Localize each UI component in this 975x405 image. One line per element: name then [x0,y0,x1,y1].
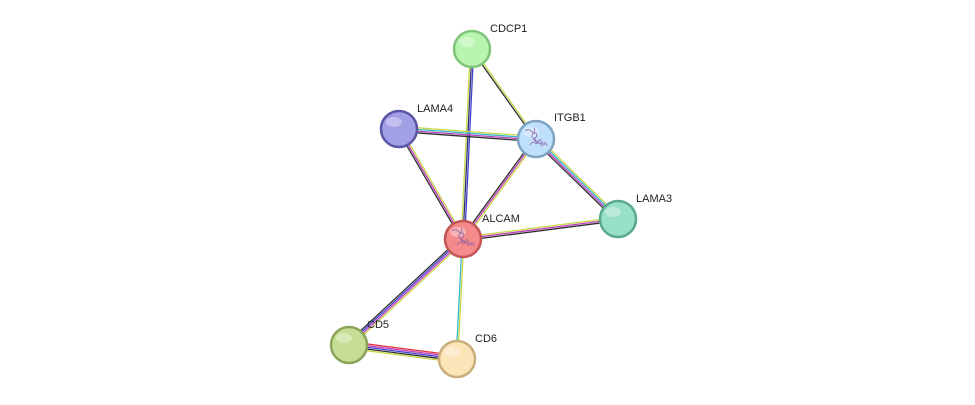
edge-evidence-line [346,236,462,344]
edge-evidence-line [462,138,537,240]
node-label: CD5 [367,319,389,331]
edge-evidence-line [399,127,537,139]
edge-itgb1-alcam[interactable] [461,137,538,241]
node-highlight [386,117,402,127]
edge-evidence-line [349,239,465,347]
edge-evidence-line [455,238,463,359]
edge-alcam-cd5[interactable] [346,236,466,348]
edge-evidence-line [462,48,473,240]
node-circle[interactable] [443,219,483,259]
node-circle[interactable] [379,109,419,149]
node-cd5[interactable]: CD5 [329,319,389,365]
node-label: CDCP1 [490,23,527,35]
node-circle[interactable] [329,325,369,365]
edge-evidence-line [462,216,618,238]
edge-evidence-line [460,48,471,239]
node-highlight [444,347,460,357]
edge-alcam-lama3[interactable] [462,216,619,242]
edges-layer [346,48,621,364]
edge-evidence-line [398,130,536,143]
edge-cdcp1-alcam[interactable] [460,48,475,240]
node-circle[interactable] [437,339,477,379]
node-highlight [459,37,475,47]
edge-evidence-line [350,240,466,348]
node-cdcp1[interactable]: CDCP1 [452,23,527,69]
edge-evidence-line [398,129,536,141]
edge-evidence-line [399,127,466,239]
node-label: LAMA3 [636,193,672,205]
node-circle[interactable] [516,119,556,159]
edge-evidence-line [396,129,463,241]
edge-evidence-line [463,139,538,241]
edge-lama4-alcam[interactable] [396,127,466,241]
edge-evidence-line [462,218,619,240]
edge-alcam-cd6[interactable] [455,238,465,360]
edge-lama4-itgb1[interactable] [398,125,537,143]
node-label: CD6 [475,333,497,345]
edge-evidence-line [464,49,475,240]
node-circle[interactable] [598,199,638,239]
edge-evidence-line [463,220,619,242]
edge-evidence-line [457,239,465,360]
edge-evidence-line [461,137,536,239]
node-alcam[interactable]: ALCAM [443,213,520,259]
node-label: ITGB1 [554,112,586,124]
protein-structure-icon [451,227,475,247]
node-label: LAMA4 [417,103,453,115]
node-lama3[interactable]: LAMA3 [598,193,672,239]
node-highlight [605,207,621,217]
node-highlight [336,333,352,343]
node-circle[interactable] [452,29,492,69]
node-itgb1[interactable]: ITGB1 [516,112,586,159]
node-cd6[interactable]: CD6 [437,333,497,379]
edge-evidence-line [533,140,617,222]
edge-evidence-line [399,125,537,138]
node-lama4[interactable]: LAMA4 [379,103,453,149]
edge-evidence-line [347,237,463,345]
protein-structure-icon [524,127,548,147]
edge-evidence-line [398,128,464,240]
edge-evidence-line [537,136,621,218]
node-label: ALCAM [482,213,520,225]
